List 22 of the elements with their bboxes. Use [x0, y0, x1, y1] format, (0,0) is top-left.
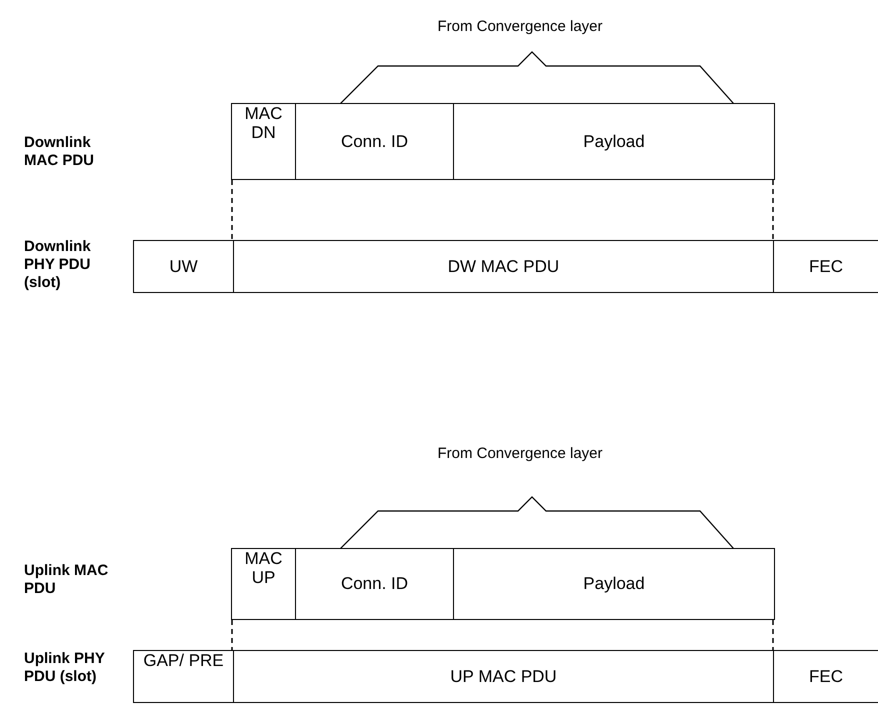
heading: From Convergence layer	[436, 18, 604, 36]
field-box: DW MAC PDU	[233, 240, 774, 293]
field-box: Conn. ID	[295, 548, 454, 620]
field-box: Conn. ID	[295, 103, 454, 180]
alignment-line	[772, 180, 774, 240]
alignment-line	[231, 620, 233, 650]
field-box: GAP/ PRE	[133, 650, 234, 703]
field-box: FEC	[773, 240, 878, 293]
field-box: FEC	[773, 650, 878, 703]
field-box: UW	[133, 240, 234, 293]
row-label: Uplink MAC PDU	[24, 562, 110, 598]
alignment-line	[772, 620, 774, 650]
heading: From Convergence layer	[436, 445, 604, 463]
field-box: MAC DN	[231, 103, 296, 180]
field-box: Payload	[453, 548, 775, 620]
alignment-line	[231, 180, 233, 240]
field-box: UP MAC PDU	[233, 650, 774, 703]
field-box: MAC UP	[231, 548, 296, 620]
row-label: Downlink MAC PDU	[24, 134, 95, 170]
row-label: Uplink PHY PDU (slot)	[24, 650, 106, 686]
row-label: Downlink PHY PDU (slot)	[24, 238, 92, 292]
field-box: Payload	[453, 103, 775, 180]
